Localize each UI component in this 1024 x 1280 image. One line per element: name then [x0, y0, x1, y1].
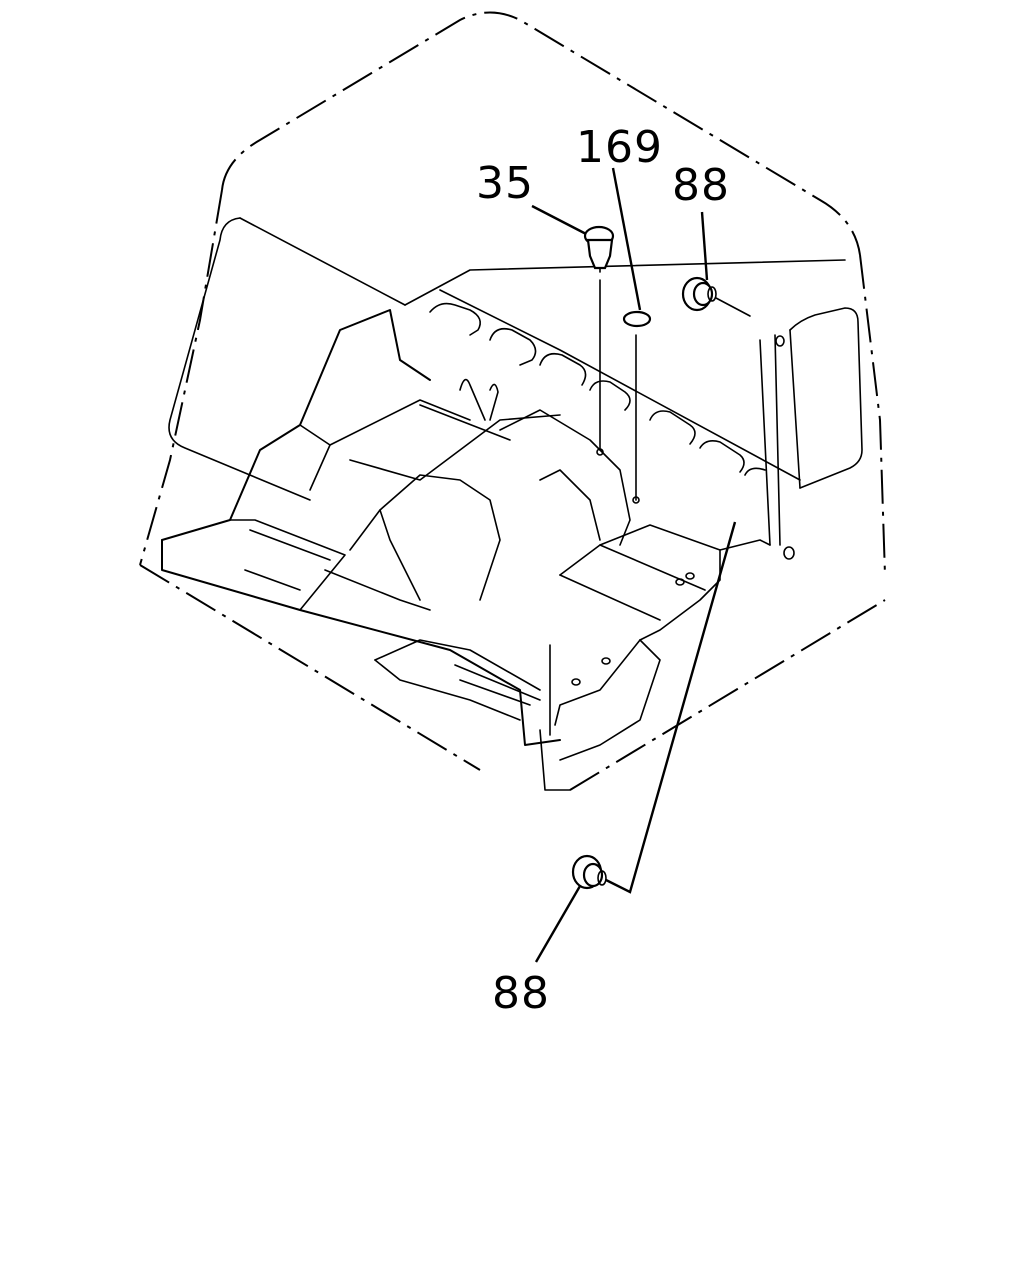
leader-line-35 — [531, 204, 591, 238]
cab-windows — [168, 217, 863, 501]
install-line-88-upper — [715, 297, 751, 317]
callout-88-upper: 88 — [672, 160, 751, 317]
callout-label-88-upper: 88 — [672, 160, 730, 211]
callout-label-35: 35 — [476, 158, 534, 209]
callout-label-88-lower: 88 — [492, 968, 550, 1019]
callout-88-lower: 88 — [492, 521, 737, 1019]
callout-35: 35 — [476, 158, 615, 456]
install-line-88-lower — [605, 521, 737, 894]
floor-rear-ribs — [404, 259, 846, 481]
grommet-part-lower — [571, 854, 607, 890]
leader-line-88-upper — [700, 211, 709, 281]
plug-part — [622, 310, 652, 328]
grommet-part-upper — [681, 276, 717, 312]
leader-line-88-lower — [534, 885, 582, 963]
leader-line-169 — [611, 167, 642, 311]
floor-panel — [161, 309, 781, 791]
callout-169: 169 — [576, 122, 663, 504]
cab-phantom-outline — [139, 11, 886, 791]
floor-holes — [571, 335, 795, 686]
callout-label-169: 169 — [576, 122, 663, 173]
clip-fastener-part — [583, 225, 615, 273]
